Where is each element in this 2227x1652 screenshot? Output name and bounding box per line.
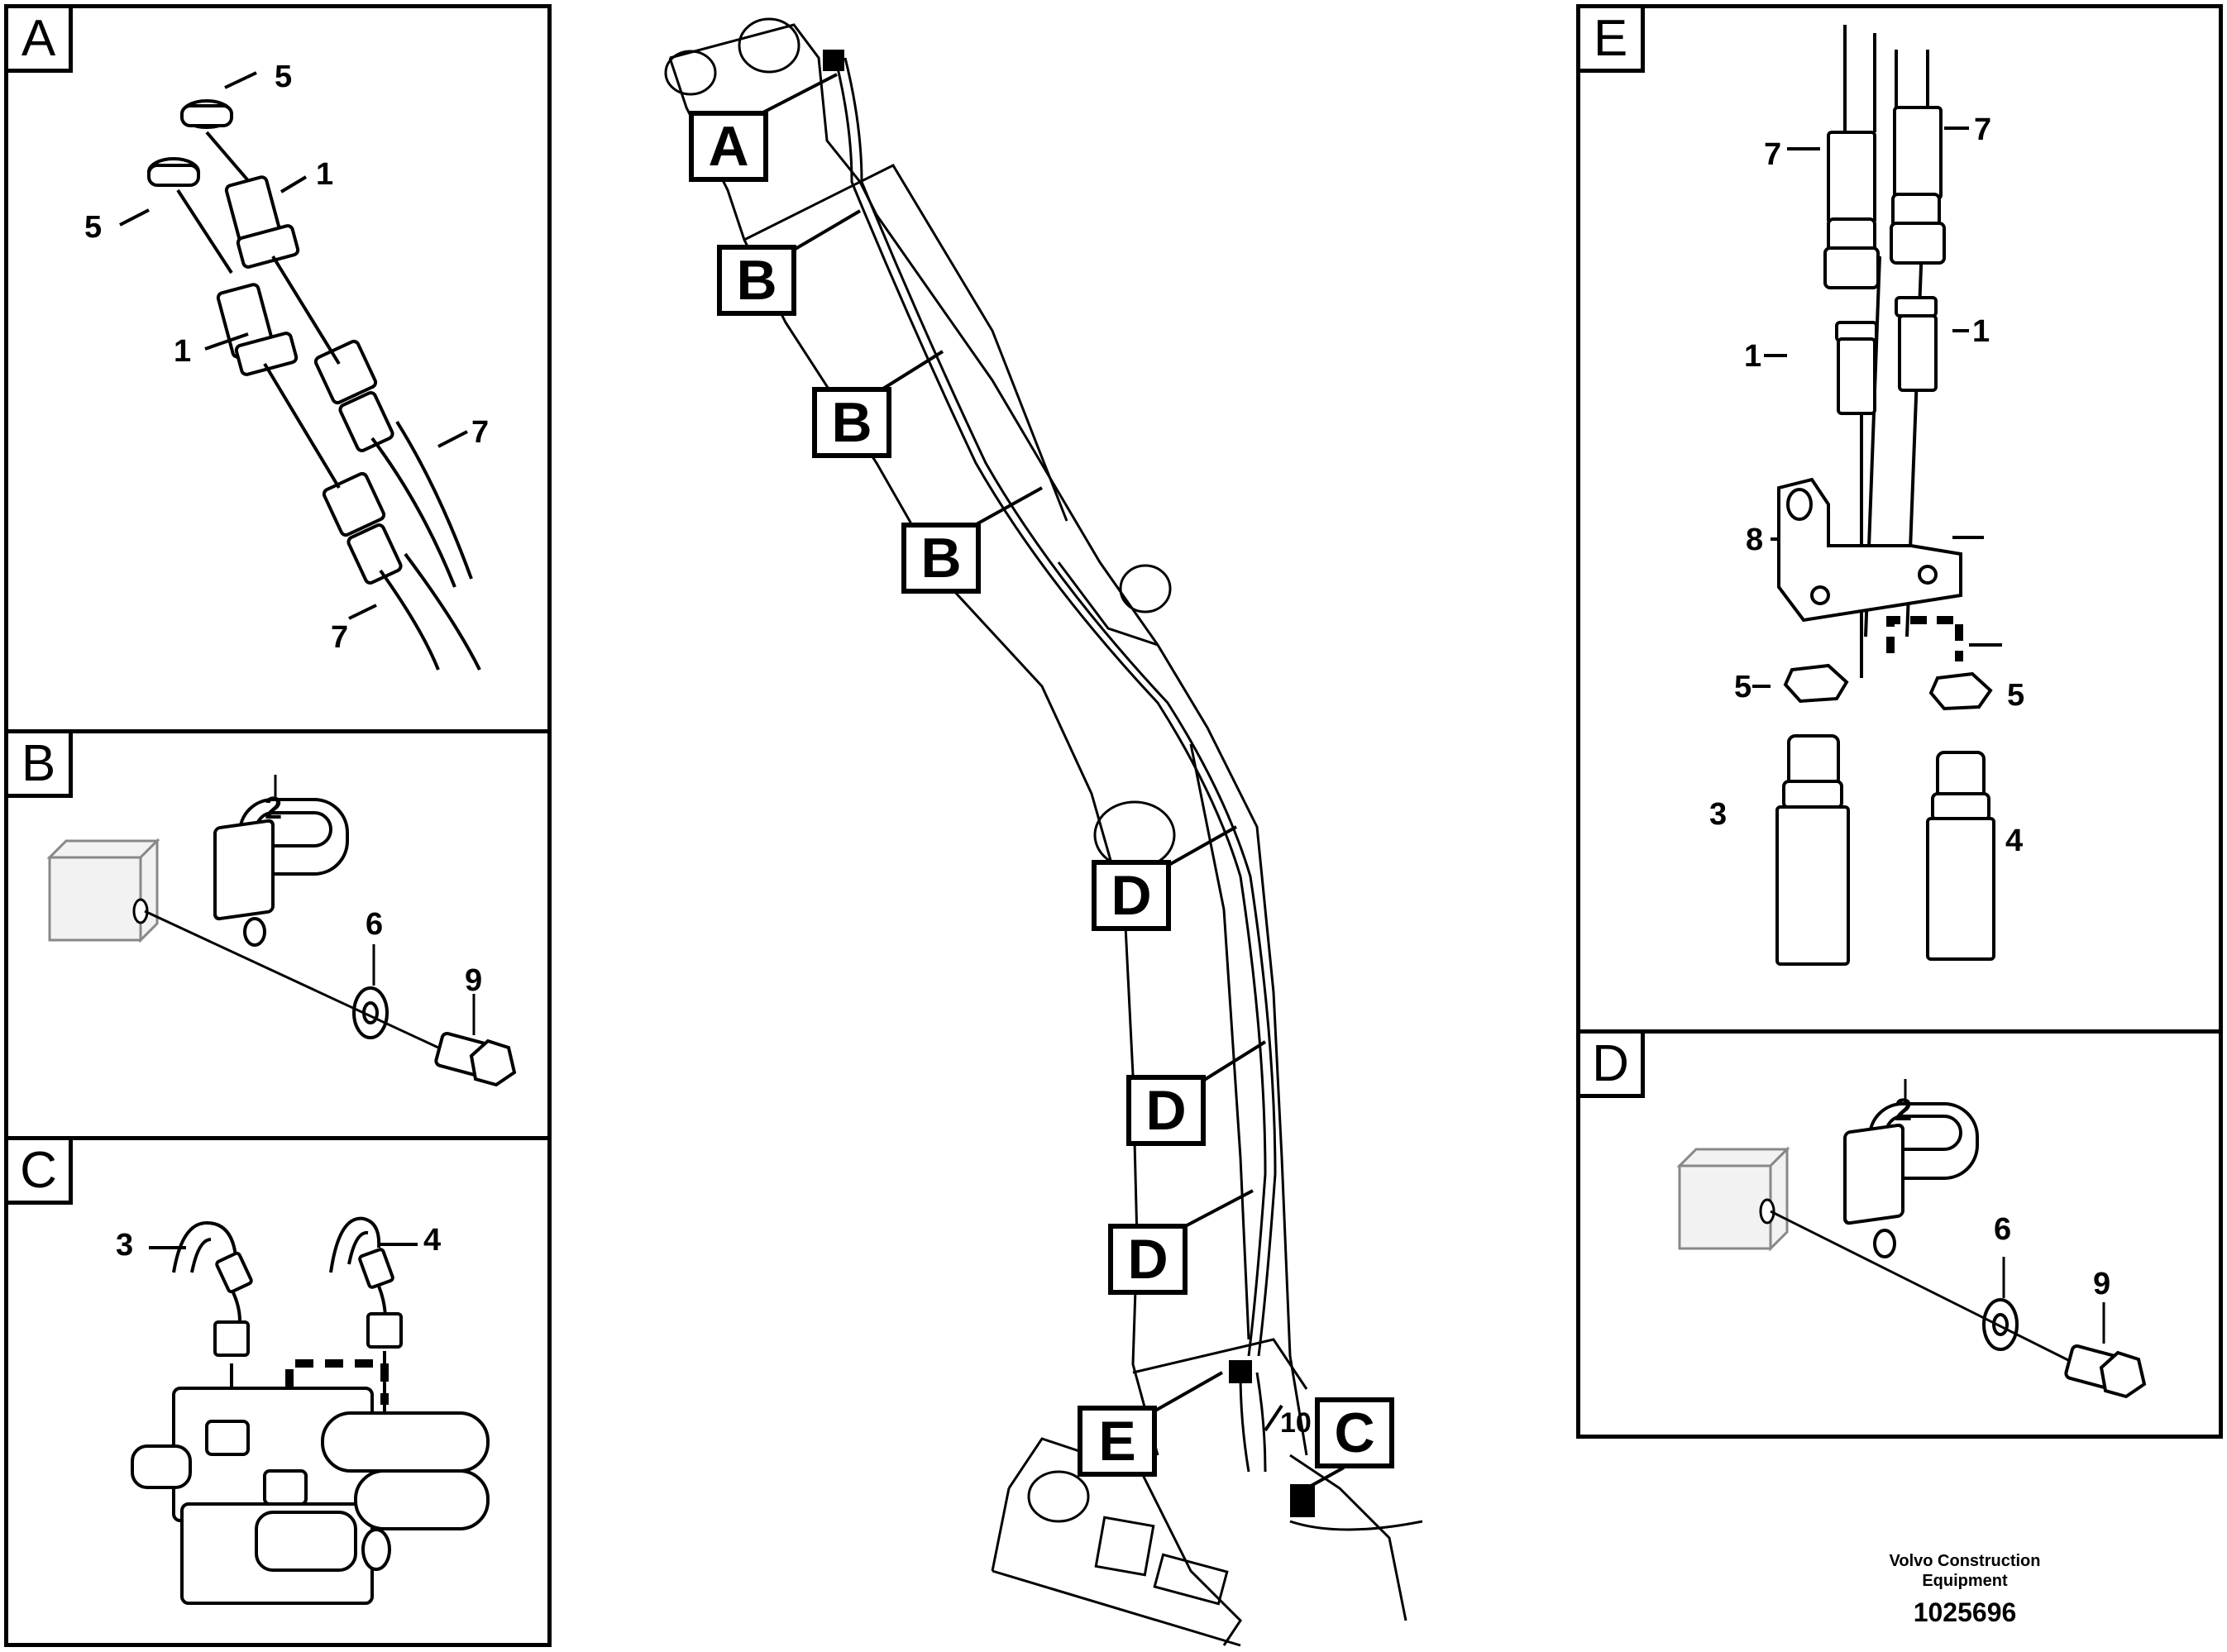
part-label-3: 3 xyxy=(1709,797,1728,832)
panel-letter: D xyxy=(1580,1034,1645,1098)
part-label-6: 6 xyxy=(1994,1212,2012,1247)
detail-panel-d: D 2 6 9 xyxy=(1576,1029,2223,1439)
part-label-8: 8 xyxy=(1746,523,1764,557)
part-label-1: 1 xyxy=(316,157,334,192)
part-label-2: 2 xyxy=(1895,1093,1913,1128)
company-name-line2: Equipment xyxy=(1922,1572,2008,1590)
callout-b: B xyxy=(717,245,801,321)
panel-letter: E xyxy=(1580,8,1645,73)
callout-a: A xyxy=(689,111,773,187)
part-label-7: 7 xyxy=(331,620,349,655)
panel-b-drawing xyxy=(46,775,517,1087)
part-label-1: 1 xyxy=(1972,314,1990,349)
callout-b: B xyxy=(812,387,896,463)
detail-panel-a: A xyxy=(4,4,552,733)
callout-d: D xyxy=(1108,1224,1192,1300)
footer-block: Volvo Construction Equipment 1025696 xyxy=(1833,1551,2097,1628)
part-label-3: 3 xyxy=(116,1228,134,1263)
part-label-7: 7 xyxy=(1764,137,1782,172)
part-label-4: 4 xyxy=(423,1223,442,1258)
callout-b: B xyxy=(901,523,986,599)
part-label-5: 5 xyxy=(1734,670,1752,704)
panel-letter: C xyxy=(8,1140,73,1205)
panel-c-drawing xyxy=(131,1216,490,1605)
detail-panel-c: C 3 xyxy=(4,1136,552,1647)
company-name-line1: Volvo Construction xyxy=(1889,1552,2041,1570)
document-number: 1025696 xyxy=(1913,1597,2017,1627)
part-label-1: 1 xyxy=(1744,339,1762,374)
part-label-9: 9 xyxy=(465,963,483,998)
callout-e: E xyxy=(1078,1406,1162,1482)
part-label-5: 5 xyxy=(275,60,293,94)
part-label-10: 10 xyxy=(1280,1407,1312,1439)
panel-d-drawing xyxy=(1676,1079,2147,1399)
part-label-7: 7 xyxy=(471,415,490,450)
part-label-5: 5 xyxy=(2007,678,2025,713)
panel-letter: B xyxy=(8,733,73,798)
detail-panel-b: B 2 6 9 xyxy=(4,729,552,1140)
part-label-6: 6 xyxy=(366,907,384,942)
panel-a-drawing xyxy=(119,71,481,671)
callout-c: C xyxy=(1315,1397,1399,1473)
part-label-5: 5 xyxy=(84,210,103,245)
part-label-4: 4 xyxy=(2005,824,2024,858)
panel-e-drawing xyxy=(1752,25,2002,966)
panel-letter: A xyxy=(8,8,73,73)
callout-d: D xyxy=(1092,860,1176,936)
part-label-2: 2 xyxy=(265,791,283,826)
detail-panel-e: E xyxy=(1576,4,2223,1034)
part-label-1: 1 xyxy=(174,334,192,369)
part-label-9: 9 xyxy=(2093,1267,2111,1301)
callout-d: D xyxy=(1126,1075,1211,1151)
part-label-7: 7 xyxy=(1974,112,1992,147)
